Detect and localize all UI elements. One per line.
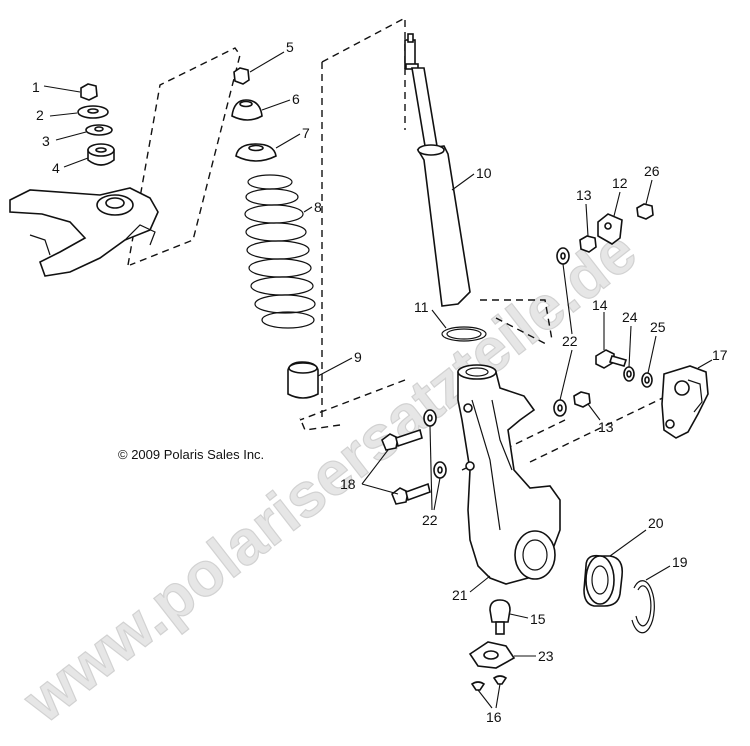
part-22-washer-upper: 22	[553, 247, 578, 417]
callout-16: 16	[486, 709, 502, 725]
part-1-nut: 1	[32, 79, 98, 101]
assembly-dashed-lines	[127, 16, 676, 471]
callout-22-upper: 22	[562, 333, 578, 349]
part-3-washer: 3	[42, 124, 113, 149]
part-4-bushing: 4	[52, 143, 115, 176]
callout-7: 7	[302, 125, 310, 141]
part-5-nut: 5	[233, 39, 294, 85]
part-26-nut: 26	[636, 163, 660, 220]
part-12-bracket: 12	[597, 175, 628, 245]
callout-24: 24	[622, 309, 638, 325]
callout-21: 21	[452, 587, 468, 603]
callout-14: 14	[592, 297, 608, 313]
part-20-wheel-bearing: 20	[583, 515, 664, 607]
part-23-plate: 23	[468, 641, 554, 669]
part-13-nut-lower: 13	[573, 391, 614, 435]
callout-17: 17	[712, 347, 728, 363]
part-21-knuckle: 21	[452, 364, 561, 603]
callout-10: 10	[476, 165, 492, 181]
callout-22-lower: 22	[422, 512, 438, 528]
callout-23: 23	[538, 648, 554, 664]
part-15-ball-joint: 15	[489, 599, 546, 635]
callout-8: 8	[314, 199, 322, 215]
callout-1: 1	[32, 79, 40, 95]
part-18-bolts: 18	[340, 428, 431, 505]
callout-5: 5	[286, 39, 294, 55]
callout-19: 19	[672, 554, 688, 570]
copyright-notice: © 2009 Polaris Sales Inc.	[118, 447, 264, 462]
callout-4: 4	[52, 160, 60, 176]
callout-11: 11	[414, 299, 429, 315]
callout-2: 2	[36, 107, 44, 123]
part-7-spring-seat: 7	[235, 125, 310, 162]
callout-12: 12	[612, 175, 628, 191]
callout-13-lower: 13	[598, 419, 614, 435]
part-6-upper-mount: 6	[231, 91, 300, 121]
part-17-brake-caliper: 17	[661, 347, 728, 439]
callout-6: 6	[292, 91, 300, 107]
callout-15: 15	[530, 611, 546, 627]
part-16-screws: 16	[470, 675, 508, 725]
part-22-washer-lower: 22	[422, 409, 447, 528]
part-14-bolt: 14	[592, 297, 628, 369]
callout-3: 3	[42, 133, 50, 149]
part-11-seal-ring: 11	[414, 299, 487, 342]
part-8-coil-spring: 8	[244, 174, 322, 329]
callout-25: 25	[650, 319, 666, 335]
callout-20: 20	[648, 515, 664, 531]
part-10-strut: 10	[404, 33, 492, 307]
callout-18: 18	[340, 476, 356, 492]
callout-26: 26	[644, 163, 660, 179]
part-2-washer: 2	[36, 105, 109, 123]
part-13-nut-upper: 13	[576, 187, 597, 253]
control-arm	[9, 187, 159, 277]
part-25-washer: 25	[641, 319, 666, 388]
part-19-snap-ring: 19	[631, 554, 688, 634]
part-9-bump-stop: 9	[287, 349, 362, 399]
callout-9: 9	[354, 349, 362, 365]
part-24-washer: 24	[622, 309, 638, 382]
callout-13-upper: 13	[576, 187, 592, 203]
